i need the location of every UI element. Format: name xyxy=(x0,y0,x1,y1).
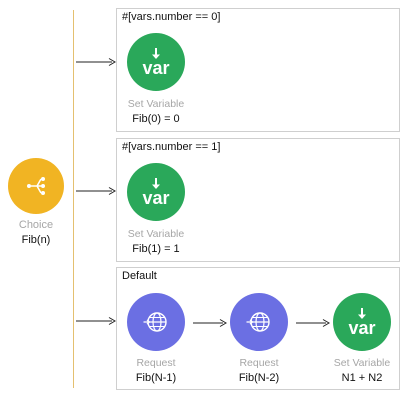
route-arrow-0 xyxy=(76,58,116,66)
processor-type-label: Request xyxy=(136,357,176,369)
route-arrow-2 xyxy=(76,317,116,325)
route-condition: #[vars.number == 0] xyxy=(122,11,221,23)
choice-route-1[interactable]: #[vars.number == 1] var Set Variable Fib… xyxy=(116,138,400,262)
down-arrow-icon xyxy=(152,48,160,59)
down-arrow-icon xyxy=(152,178,160,189)
processor-name-label: Fib(N-1) xyxy=(135,372,177,384)
set-variable-node[interactable]: var xyxy=(333,293,391,351)
processor-name-label: N1 + N2 xyxy=(341,372,383,384)
processor-type-label: Set Variable xyxy=(127,98,185,110)
var-icon: var xyxy=(142,188,170,208)
request-node[interactable] xyxy=(230,293,288,351)
processor-name-label: Fib(0) = 0 xyxy=(132,113,180,125)
route-condition: #[vars.number == 1] xyxy=(122,141,221,153)
processor-type-label: Set Variable xyxy=(333,357,391,369)
processor-name-label: Fib(1) = 1 xyxy=(132,243,180,255)
globe-request-icon xyxy=(246,312,270,332)
down-arrow-icon xyxy=(358,308,366,319)
choice-router-node[interactable] xyxy=(8,158,64,214)
route-arrow-1 xyxy=(76,187,116,195)
processor-type-label: Set Variable xyxy=(127,228,185,240)
choice-route-line xyxy=(73,10,74,388)
choice-route-0[interactable]: #[vars.number == 0] var Set Variable Fib… xyxy=(116,8,400,132)
globe-request-icon xyxy=(143,312,167,332)
route-condition: Default xyxy=(122,270,157,282)
set-variable-node[interactable]: var xyxy=(127,33,185,91)
choice-branch-icon xyxy=(27,177,45,195)
choice-route-default[interactable]: Default Request Fib(N-1) Request Fib(N-2… xyxy=(116,267,400,390)
choice-name-label: Fib(n) xyxy=(21,234,51,246)
flow-arrow xyxy=(193,319,227,327)
choice-type-label: Choice xyxy=(18,219,54,231)
processor-name-label: Fib(N-2) xyxy=(238,372,280,384)
request-node[interactable] xyxy=(127,293,185,351)
var-icon: var xyxy=(348,318,376,338)
set-variable-node[interactable]: var xyxy=(127,163,185,221)
var-icon: var xyxy=(142,58,170,78)
processor-type-label: Request xyxy=(239,357,279,369)
flow-arrow xyxy=(296,319,330,327)
